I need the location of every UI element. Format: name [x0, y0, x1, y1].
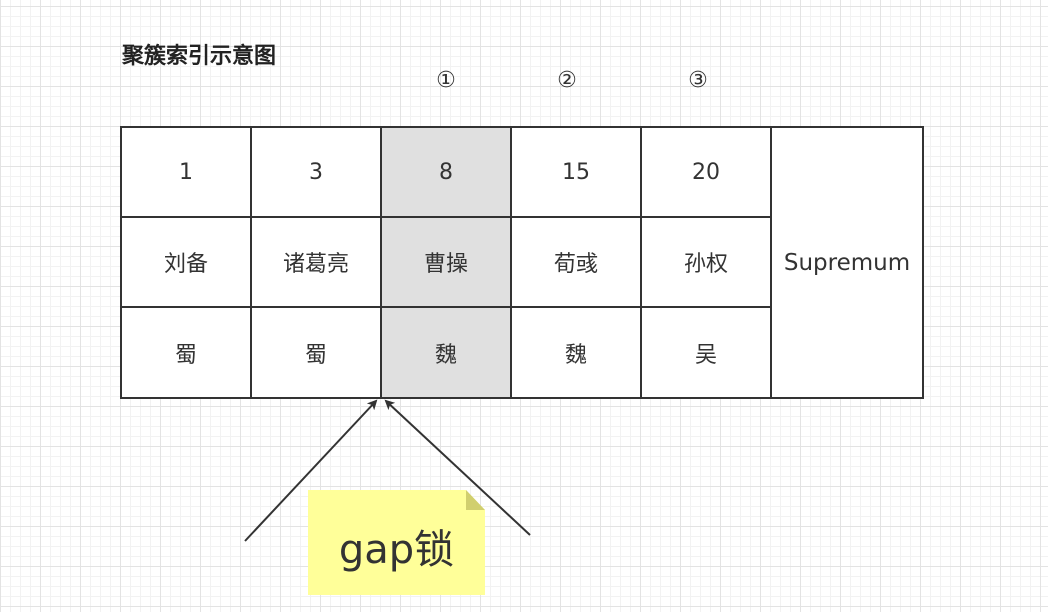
name-cell: 诸葛亮	[252, 218, 382, 308]
country-cell: 蜀	[122, 308, 252, 397]
id-cell: 15	[512, 128, 642, 218]
gap-lock-note: gap锁	[308, 490, 485, 595]
country-cell: 魏	[382, 308, 512, 397]
marker-2: ②	[557, 68, 577, 93]
name-cell: 荀彧	[512, 218, 642, 308]
id-cell: 20	[642, 128, 772, 218]
country-cell: 蜀	[252, 308, 382, 397]
clustered-index-table: 1 3 8 15 20 Supremum 刘备 诸葛亮 曹操 荀彧 孙权 蜀 蜀…	[120, 126, 924, 399]
supremum-cell: Supremum	[783, 249, 911, 276]
id-cell: 8	[382, 128, 512, 218]
country-cell: 魏	[512, 308, 642, 397]
note-fold-corner	[466, 490, 485, 510]
country-cell: 吴	[642, 308, 772, 397]
marker-3: ③	[688, 68, 708, 93]
name-cell: 刘备	[122, 218, 252, 308]
id-cell: 1	[122, 128, 252, 218]
note-label: gap锁	[338, 526, 455, 573]
id-cell: 3	[252, 128, 382, 218]
name-cell: 孙权	[642, 218, 772, 308]
name-cell: 曹操	[382, 218, 512, 308]
marker-1: ①	[436, 68, 456, 93]
diagram-title: 聚簇索引示意图	[122, 44, 277, 69]
